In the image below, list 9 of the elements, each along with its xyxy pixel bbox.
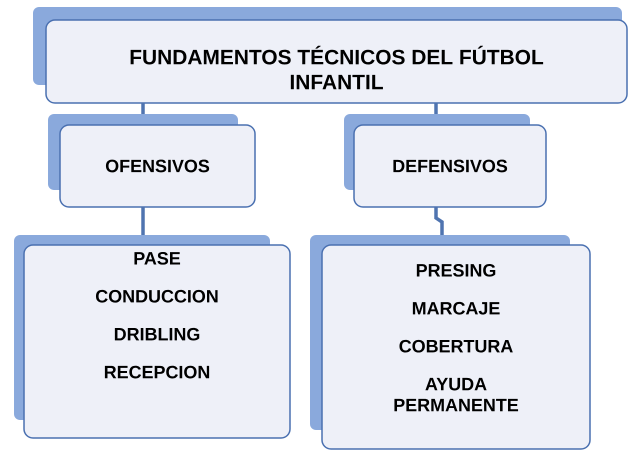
connector-line (141, 207, 145, 235)
connector-line (141, 103, 145, 114)
connector-line (434, 207, 444, 235)
category-box: PASE CONDUCCION DRIBLING RECEPCION (14, 235, 291, 439)
category-box: PRESING MARCAJE COBERTURA AYUDA PERMANENTE (310, 235, 591, 450)
category-box: OFENSIVOS (48, 114, 256, 208)
category-box: DEFENSIVOS (344, 114, 547, 208)
connector-line (434, 103, 438, 114)
title-box: FUNDAMENTOS TÉCNICOS DEL FÚTBOL INFANTIL (33, 7, 628, 104)
